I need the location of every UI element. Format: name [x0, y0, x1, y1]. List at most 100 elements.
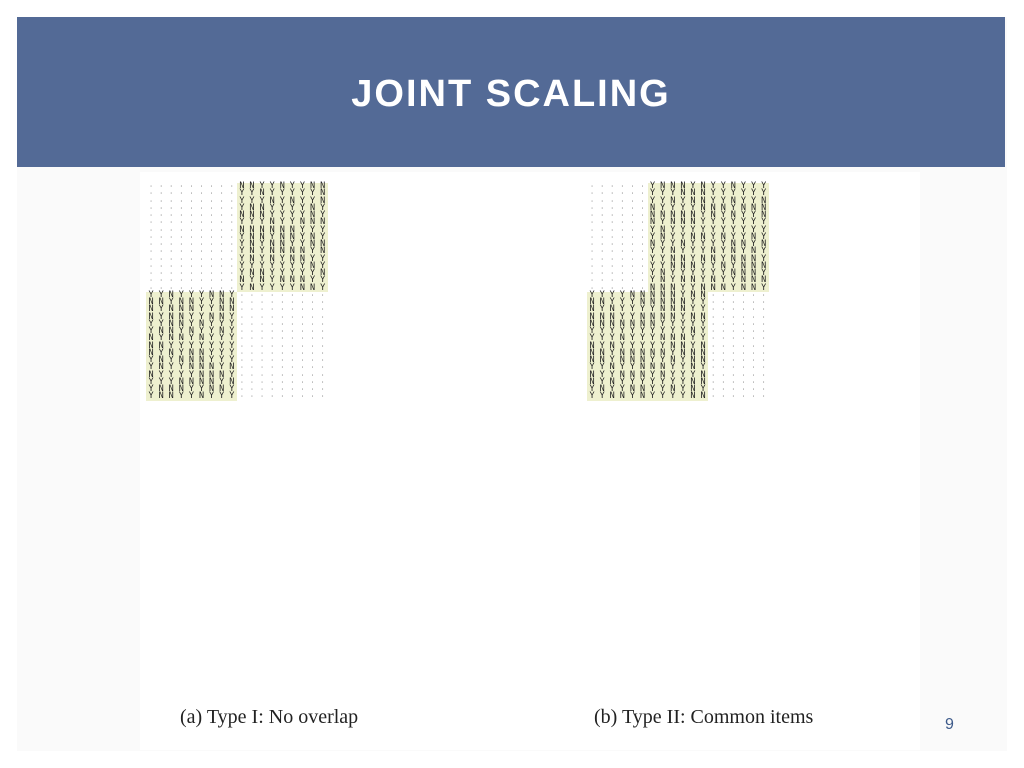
- matrix-cell: ·: [731, 349, 736, 357]
- matrix-cell: ·: [630, 248, 635, 256]
- matrix-cell: Y: [317, 276, 328, 285]
- matrix-cell: ·: [320, 328, 325, 335]
- matrix-cell: ·: [290, 342, 295, 350]
- matrix-cell: Y: [226, 290, 237, 299]
- matrix-cell: ·: [189, 204, 194, 212]
- matrix-cell: N: [728, 247, 739, 256]
- matrix-cell: N: [166, 319, 177, 328]
- matrix-cell: ·: [250, 320, 254, 328]
- matrix-cell: N: [267, 247, 278, 256]
- matrix-cell: Y: [607, 385, 618, 393]
- matrix-cell: Y: [226, 348, 237, 357]
- matrix-cell: Y: [166, 341, 177, 350]
- matrix-cell: ·: [761, 335, 766, 343]
- matrix-cell: Y: [226, 312, 237, 321]
- matrix-cell: Y: [236, 261, 247, 270]
- matrix-cell: N: [297, 218, 308, 227]
- matrix-cell: N: [748, 254, 759, 263]
- matrix-cell: ·: [229, 270, 234, 277]
- matrix-cell: N: [748, 269, 759, 277]
- matrix-cell: ·: [270, 291, 274, 299]
- matrix-cell: ·: [149, 226, 153, 234]
- matrix-cell: Y: [687, 334, 699, 343]
- matrix-cell: N: [677, 341, 688, 350]
- matrix-cell: ·: [620, 233, 625, 241]
- matrix-cell: Y: [156, 290, 167, 299]
- matrix-cell: Y: [657, 240, 668, 248]
- matrix-cell: Y: [206, 305, 217, 314]
- matrix-cell: Y: [758, 182, 769, 190]
- matrix-cell: ·: [751, 364, 756, 372]
- matrix-cell: Y: [718, 254, 729, 263]
- matrix-cell: N: [317, 196, 328, 205]
- matrix-cell: ·: [179, 183, 184, 190]
- matrix-cell: ·: [270, 371, 274, 379]
- matrix-cell: Y: [647, 327, 658, 335]
- matrix-cell: Y: [226, 341, 237, 350]
- matrix-cell: ·: [169, 270, 174, 277]
- matrix-cell: N: [687, 385, 699, 393]
- matrix-cell: ·: [590, 204, 594, 212]
- matrix-cell: ·: [731, 393, 736, 401]
- matrix-cell: Y: [297, 261, 308, 270]
- matrix-cell: ·: [209, 248, 214, 256]
- matrix-cell: ·: [290, 378, 295, 386]
- matrix-cell: Y: [647, 392, 658, 401]
- matrix-cell: Y: [607, 298, 618, 306]
- matrix-cell: N: [297, 247, 308, 256]
- matrix-cell: Y: [627, 327, 638, 335]
- matrix-cell: ·: [179, 284, 184, 292]
- matrix-cell: Y: [317, 211, 328, 219]
- matrix-cell: N: [617, 356, 628, 364]
- matrix-cell: N: [236, 276, 247, 285]
- matrix-cell: N: [667, 290, 678, 299]
- matrix-cell: ·: [620, 212, 625, 219]
- matrix-cell: Y: [738, 196, 749, 205]
- matrix-cell: N: [667, 254, 678, 263]
- matrix-cell: ·: [209, 183, 214, 190]
- matrix-cell: ·: [721, 328, 726, 335]
- matrix-cell: Y: [186, 290, 197, 299]
- matrix-cell: N: [236, 225, 247, 234]
- matrix-cell: N: [687, 327, 699, 335]
- matrix-cell: ·: [731, 357, 736, 364]
- matrix-cell: ·: [590, 277, 594, 285]
- matrix-cell: ·: [199, 204, 204, 212]
- matrix-cell: Y: [267, 182, 278, 190]
- matrix-cell: ·: [741, 342, 746, 350]
- matrix-cell: ·: [721, 342, 726, 350]
- matrix-cell: ·: [260, 342, 264, 350]
- matrix-cell: ·: [610, 262, 615, 270]
- matrix-cell: N: [748, 261, 759, 270]
- matrix-cell: Y: [718, 218, 729, 227]
- matrix-cell: ·: [229, 183, 234, 190]
- matrix-cell: N: [748, 232, 759, 241]
- matrix-cell: Y: [748, 240, 759, 248]
- matrix-cell: Y: [677, 370, 688, 379]
- matrix-cell: ·: [721, 306, 726, 314]
- matrix-cell: ·: [630, 204, 635, 212]
- matrix-cell: Y: [226, 327, 237, 335]
- matrix-cell: ·: [260, 306, 264, 314]
- matrix-cell: Y: [708, 225, 719, 234]
- matrix-cell: ·: [731, 306, 736, 314]
- matrix-cell: ·: [240, 364, 244, 372]
- matrix-cell: ·: [630, 212, 635, 219]
- matrix-cell: N: [708, 211, 719, 219]
- matrix-cell: N: [637, 392, 648, 401]
- matrix-cell: ·: [219, 270, 224, 277]
- matrix-cell: ·: [169, 212, 174, 219]
- matrix-cell: ·: [209, 284, 214, 292]
- matrix-cell: ·: [209, 219, 214, 227]
- matrix-cell: Y: [698, 319, 709, 328]
- matrix-cell: N: [687, 261, 699, 270]
- matrix-cell: N: [597, 348, 608, 357]
- matrix-cell: ·: [250, 357, 254, 364]
